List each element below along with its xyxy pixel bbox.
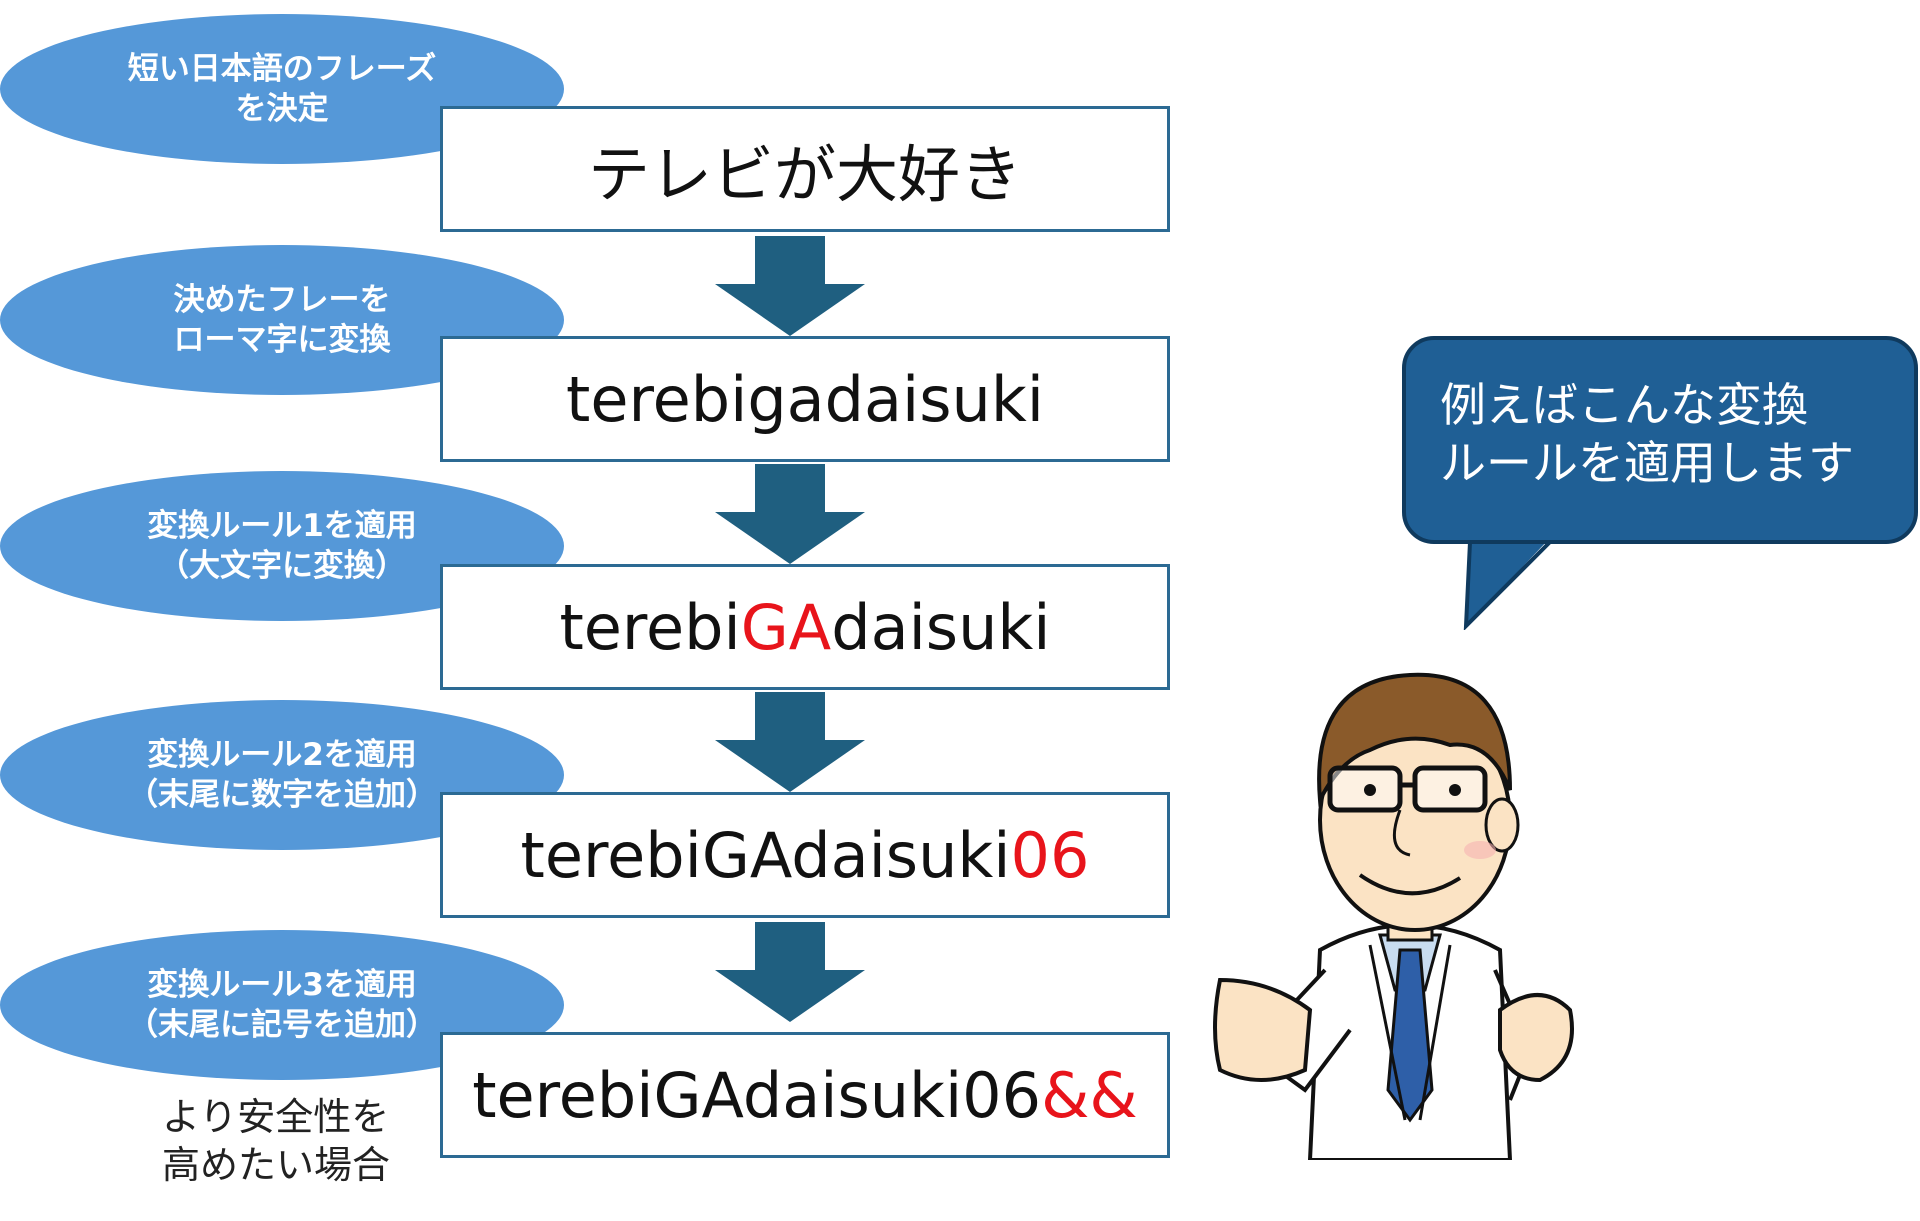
step-4-label-line-1: 変換ルール2を適用 bbox=[147, 737, 417, 773]
speech-bubble-tail bbox=[1463, 538, 1552, 630]
note-text: より安全性を 高めたい場合 bbox=[162, 1093, 390, 1189]
step-2-label-line-2: ローマ字に変換 bbox=[173, 322, 391, 358]
step-5-label-line-2: （末尾に記号を追加） bbox=[127, 1007, 437, 1043]
step-3-text-highlight: GA bbox=[740, 590, 832, 664]
step-1-box: テレビが大好き bbox=[440, 106, 1170, 232]
step-1-text: テレビが大好き bbox=[587, 138, 1022, 211]
step-3-label: 変換ルール1を適用 （大文字に変換） bbox=[0, 471, 564, 621]
step-4-text-part-1: terebiGAdaisuki bbox=[520, 818, 1011, 892]
step-4-label: 変換ルール2を適用 （末尾に数字を追加） bbox=[0, 700, 564, 850]
step-1-label-line-1: 短い日本語のフレーズ bbox=[127, 51, 437, 87]
step-2-text: terebigadaisuki bbox=[566, 362, 1044, 436]
speech-bubble-line-1: 例えばこんな変換 bbox=[1440, 378, 1808, 432]
speech-bubble: 例えばこんな変換 ルールを適用します bbox=[1402, 336, 1918, 544]
down-arrow-icon bbox=[715, 464, 865, 564]
step-4-text-highlight: 06 bbox=[1010, 818, 1090, 892]
step-5-text-part-1: terebiGAdaisuki06 bbox=[472, 1058, 1042, 1132]
step-5-label-line-1: 変換ルール3を適用 bbox=[147, 967, 417, 1003]
step-3-label-line-1: 変換ルール1を適用 bbox=[147, 508, 417, 544]
speech-bubble-line-2: ルールを適用します bbox=[1440, 436, 1854, 490]
step-3-text-part-3: daisuki bbox=[831, 590, 1051, 664]
step-2-label-line-1: 決めたフレーを bbox=[173, 282, 391, 318]
step-5-text-highlight: && bbox=[1041, 1058, 1138, 1132]
step-1-label: 短い日本語のフレーズ を決定 bbox=[0, 14, 564, 164]
step-4-label-line-2: （末尾に数字を追加） bbox=[127, 777, 437, 813]
down-arrow-icon bbox=[715, 692, 865, 792]
step-3-text-part-1: terebi bbox=[559, 590, 741, 664]
step-5-box: terebiGAdaisuki06&& bbox=[440, 1032, 1170, 1158]
step-2-box: terebigadaisuki bbox=[440, 336, 1170, 462]
step-1-label-line-2: を決定 bbox=[235, 91, 329, 127]
note-line-2: 高めたい場合 bbox=[162, 1143, 391, 1187]
down-arrow-icon bbox=[715, 922, 865, 1022]
note-line-1: より安全性を bbox=[162, 1095, 390, 1139]
step-3-label-line-2: （大文字に変換） bbox=[158, 548, 406, 584]
doctor-character-illustration bbox=[1213, 672, 1574, 1160]
down-arrow-icon bbox=[715, 236, 865, 336]
